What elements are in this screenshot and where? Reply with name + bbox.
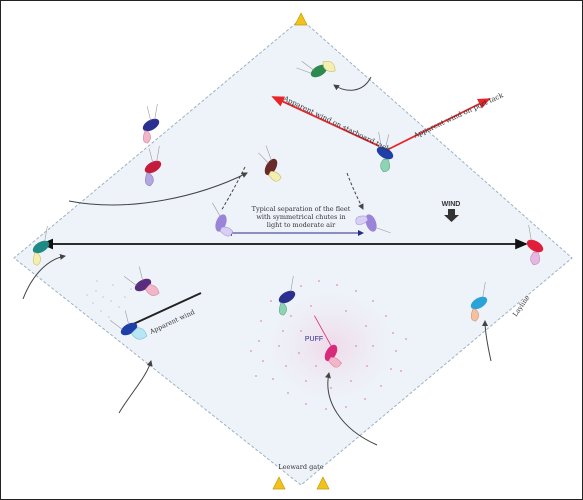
course-area bbox=[13, 18, 573, 486]
boat-center-navy bbox=[278, 275, 296, 316]
separation-label-line1: Typical separation of the fleet bbox=[252, 205, 351, 213]
boat-center-brown bbox=[258, 145, 282, 182]
apparent-wind-starboard-arrow bbox=[271, 96, 380, 147]
apparent-wind-port-arrow bbox=[384, 98, 491, 152]
apparent-wind-port-label: Apparent wind on port tack bbox=[412, 91, 506, 140]
boat-top-green bbox=[296, 61, 336, 78]
boat-right-blue bbox=[376, 131, 394, 173]
boat-puff-magenta bbox=[314, 315, 342, 368]
apparent-wind-line bbox=[128, 292, 202, 327]
separation-label-line2: with symmetrical chutes in bbox=[256, 213, 345, 221]
boat-separation-left-lilac bbox=[212, 202, 234, 237]
leeward-gate-mark-icon bbox=[316, 476, 330, 490]
boat-lower-left-purple bbox=[123, 266, 160, 296]
boat-layline-lightblue bbox=[470, 281, 488, 322]
boat-tracks bbox=[22, 76, 492, 446]
leeward-gate-label: Leeward gate bbox=[278, 463, 323, 471]
boat-far-right-red bbox=[526, 224, 544, 266]
boat-lower-left-blue bbox=[109, 310, 148, 340]
top-mark-icon bbox=[294, 12, 308, 26]
light-air-dots bbox=[86, 280, 132, 318]
boat-left-crimson bbox=[144, 145, 162, 187]
boat-far-left-teal bbox=[32, 225, 50, 266]
puff-area bbox=[250, 276, 411, 416]
wind-label: WIND bbox=[442, 201, 461, 208]
separation-label-line3: light to moderate air bbox=[267, 221, 336, 229]
boat-separation-right-lilac bbox=[355, 214, 391, 234]
puff-label: PUFF bbox=[305, 336, 323, 343]
boat-upper-left-navy bbox=[142, 103, 160, 144]
wind-arrow-icon bbox=[444, 209, 459, 222]
leeward-gate-mark-icon bbox=[272, 476, 286, 490]
